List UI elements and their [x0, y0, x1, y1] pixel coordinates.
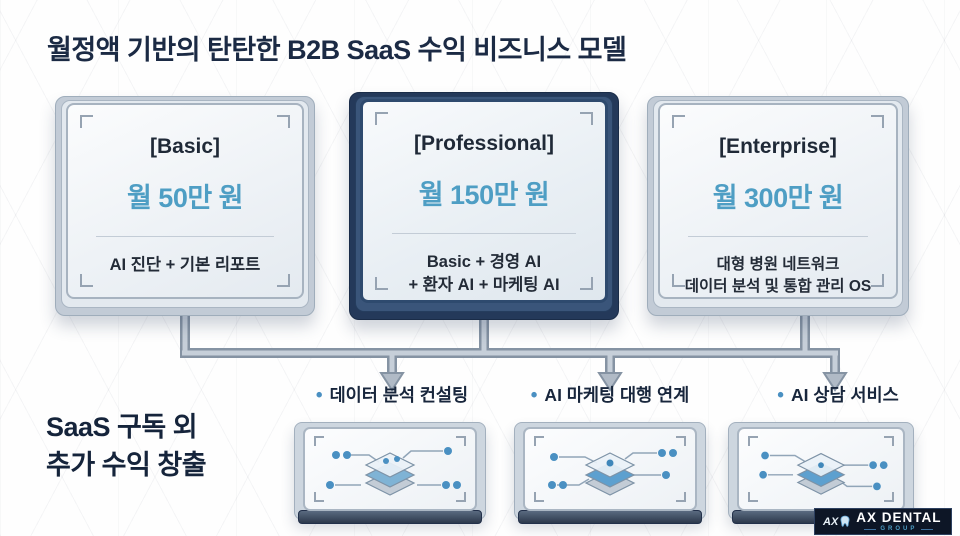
corner-bracket-icon	[672, 115, 685, 128]
corner-bracket-icon	[580, 277, 593, 290]
corner-bracket-icon	[314, 436, 324, 446]
logo-text: AX DENTAL GROUP	[856, 511, 941, 533]
illustration-card-ai-consult	[728, 422, 914, 524]
logo-dash	[864, 528, 877, 530]
plan-card-basic-body: [Basic] 월 50만 원 AI 진단 + 기본 리포트	[66, 103, 304, 299]
plan-price: 월 150만 원	[418, 180, 550, 210]
card-bottom-edge	[298, 510, 482, 524]
corner-bracket-icon	[277, 274, 290, 287]
plan-card-enterprise: [Enterprise] 월 300만 원 대형 병원 네트워크 데이터 분석 …	[647, 96, 909, 316]
plan-description-line: 데이터 분석 및 통합 관리 OS	[684, 277, 872, 295]
corner-bracket-icon	[884, 492, 894, 502]
plan-description-line: + 환자 AI + 마케팅 AI	[408, 276, 560, 295]
additional-revenue-heading: SaaS 구독 외 추가 수익 창출	[46, 408, 207, 485]
plan-price: 월 50만 원	[126, 183, 244, 213]
page-title: 월정액 기반의 탄탄한 B2B SaaS 수익 비즈니스 모델	[47, 35, 627, 65]
layer-stack-icon	[759, 451, 888, 495]
corner-bracket-icon	[80, 274, 93, 287]
revenue-item-data-consulting: • 데이터 분석 컨설팅	[316, 382, 468, 407]
heading-line: SaaS 구독 외	[46, 412, 198, 442]
corner-bracket-icon	[534, 492, 544, 502]
corner-bracket-icon	[80, 115, 93, 128]
logo-name: AX DENTAL	[856, 509, 942, 525]
logo-dash	[921, 528, 934, 530]
bullet-icon: •	[777, 385, 784, 406]
logo-ax-dental: AX AX DENTAL GROUP	[814, 508, 952, 535]
corner-bracket-icon	[456, 492, 466, 502]
corner-bracket-icon	[748, 436, 758, 446]
corner-bracket-icon	[375, 277, 388, 290]
corner-bracket-icon	[277, 115, 290, 128]
plan-price: 월 300만 원	[712, 183, 844, 213]
plan-description-line: AI 진단 + 기본 리포트	[109, 256, 261, 274]
revenue-item-ai-consult: • AI 상담 서비스	[777, 382, 898, 407]
plan-tier-label: [Basic]	[149, 135, 221, 158]
tooth-icon	[840, 515, 850, 527]
plan-description: 대형 병원 네트워크 데이터 분석 및 통합 관리 OS	[660, 254, 896, 297]
heading-line: 추가 수익 창출	[46, 450, 207, 481]
revenue-item-label: AI 마케팅 대행 연계	[544, 385, 690, 405]
corner-bracket-icon	[871, 274, 884, 287]
divider	[96, 236, 274, 237]
plan-card-basic: [Basic] 월 50만 원 AI 진단 + 기본 리포트	[55, 96, 315, 316]
corner-bracket-icon	[748, 492, 758, 502]
layer-stack-icon	[548, 449, 677, 496]
revenue-item-label: 데이터 분석 컨설팅	[329, 385, 469, 405]
corner-bracket-icon	[871, 115, 884, 128]
bullet-icon: •	[530, 385, 538, 406]
corner-bracket-icon	[676, 492, 686, 502]
corner-bracket-icon	[314, 492, 324, 502]
revenue-item-ai-marketing: • AI 마케팅 대행 연계	[531, 382, 689, 407]
corner-bracket-icon	[375, 112, 388, 125]
illustration-body	[523, 427, 697, 511]
plan-description-line: 대형 병원 네트워크	[716, 256, 840, 273]
illustration-card-ai-marketing	[514, 422, 706, 524]
plan-description: Basic + 경영 AI + 환자 AI + 마케팅 AI	[363, 251, 605, 297]
illustration-body	[303, 427, 477, 511]
layer-stack-icon	[326, 447, 461, 496]
plan-tier-label: [Professional]	[413, 132, 555, 155]
corner-bracket-icon	[456, 436, 466, 446]
card-bottom-edge	[518, 510, 702, 524]
divider	[688, 236, 868, 237]
corner-bracket-icon	[672, 274, 685, 287]
illustration-body	[737, 427, 905, 511]
corner-bracket-icon	[580, 112, 593, 125]
logo-subtitle: GROUP	[880, 526, 918, 533]
illustration-card-data-consulting	[294, 422, 486, 524]
plan-tier-label: [Enterprise]	[719, 135, 837, 158]
plan-description: AI 진단 + 기본 리포트	[68, 254, 302, 277]
logo-mark-text: AX	[823, 515, 839, 528]
corner-bracket-icon	[884, 436, 894, 446]
plan-card-enterprise-body: [Enterprise] 월 300만 원 대형 병원 네트워크 데이터 분석 …	[658, 103, 898, 299]
logo-subtitle-row: GROUP	[864, 526, 934, 533]
corner-bracket-icon	[534, 436, 544, 446]
plan-description-line: Basic + 경영 AI	[426, 253, 542, 271]
plan-card-professional-body: [Professional] 월 150만 원 Basic + 경영 AI + …	[360, 99, 608, 303]
bullet-icon: •	[315, 385, 323, 406]
logo-mark: AX	[823, 515, 851, 529]
plan-card-professional: [Professional] 월 150만 원 Basic + 경영 AI + …	[349, 92, 619, 320]
corner-bracket-icon	[676, 436, 686, 446]
revenue-item-label: AI 상담 서비스	[790, 385, 899, 405]
divider	[392, 233, 576, 234]
